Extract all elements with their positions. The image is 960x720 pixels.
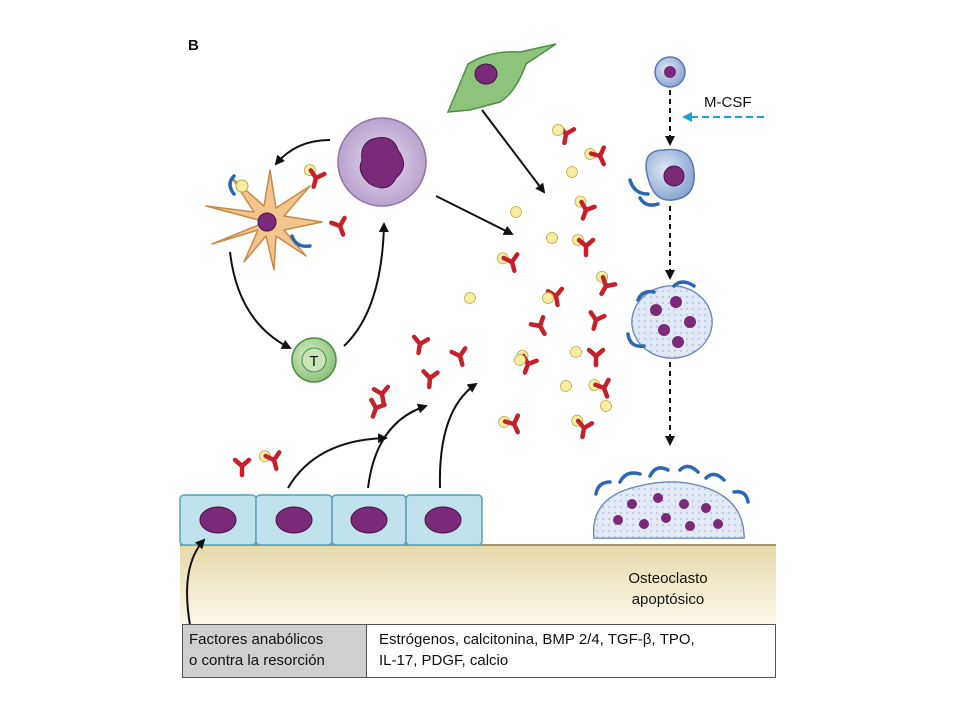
antibody xyxy=(411,334,431,356)
antigen xyxy=(542,292,554,304)
antibody xyxy=(232,457,252,478)
antibody xyxy=(545,286,565,308)
legend-table: Factores anabólicos o contra la resorció… xyxy=(182,624,776,678)
antibody-antigen-complex xyxy=(303,164,327,189)
apoptotic-label-line1: Osteoclasto xyxy=(628,570,707,587)
legend-category-line1: Factores anabólicos xyxy=(189,631,324,648)
apoptotic-label-line2: apoptósico xyxy=(632,591,705,608)
osteoblast-cell xyxy=(405,494,483,546)
antibody xyxy=(449,346,468,367)
osteoblast-cell xyxy=(331,494,407,546)
antigen xyxy=(600,400,612,412)
lineage-arrows xyxy=(665,90,764,446)
t-cell-label: T xyxy=(309,353,318,370)
antigen xyxy=(514,354,526,366)
legend-category: Factores anabólicos o contra la resorció… xyxy=(183,625,367,677)
t-cell: T xyxy=(291,337,337,383)
antibody xyxy=(528,315,547,337)
osteoclast-precursor xyxy=(654,56,686,88)
antibody xyxy=(588,310,607,331)
mcsf-label: M-CSF xyxy=(704,94,752,111)
dendritic-cell xyxy=(205,169,323,271)
legend-factors: Estrógenos, calcitonina, BMP 2/4, TGF-β,… xyxy=(367,625,775,677)
antibody-antigen-complex xyxy=(496,252,520,273)
multinucleated-osteoclast xyxy=(592,464,750,539)
cytokine-molecules xyxy=(232,124,618,478)
antigen xyxy=(566,166,578,178)
bone-surface xyxy=(180,544,776,625)
antigen xyxy=(560,380,572,392)
signal-arrows xyxy=(186,109,546,626)
antigen xyxy=(546,232,558,244)
antibody-antigen-complex xyxy=(596,270,618,297)
legend-factors-line2: IL-17, PDGF, calcio xyxy=(379,652,509,669)
antibody-antigen-complex xyxy=(574,195,597,221)
antibody-antigen-complex xyxy=(571,414,595,440)
mononuclear-osteoclast xyxy=(628,148,695,207)
antibody-antigen-complex xyxy=(258,450,282,471)
macrophage xyxy=(337,117,427,207)
antigen xyxy=(464,292,476,304)
osteoclast-fusion xyxy=(626,280,713,359)
antibody-antigen-complex xyxy=(498,413,521,435)
osteoblast-cell xyxy=(255,494,333,546)
antibody-antigen-complex xyxy=(572,234,596,258)
antigen xyxy=(552,124,564,136)
antibody-antigen-complex xyxy=(588,377,611,399)
antibody xyxy=(369,397,387,419)
antibody xyxy=(421,369,440,390)
antigen xyxy=(510,206,522,218)
antibody xyxy=(371,384,391,406)
stromal-cell xyxy=(446,43,557,113)
antibody-antigen-complex xyxy=(584,145,607,167)
legend-category-line2: o contra la resorción xyxy=(189,652,325,669)
antibody xyxy=(329,215,347,237)
legend-factors-line1: Estrógenos, calcitonina, BMP 2/4, TGF-β,… xyxy=(379,631,695,648)
antigen xyxy=(570,346,582,358)
antibody xyxy=(586,347,606,368)
panel-letter: B xyxy=(188,37,199,54)
osteoblast-row xyxy=(179,494,483,546)
osteoblast-cell xyxy=(179,494,257,546)
